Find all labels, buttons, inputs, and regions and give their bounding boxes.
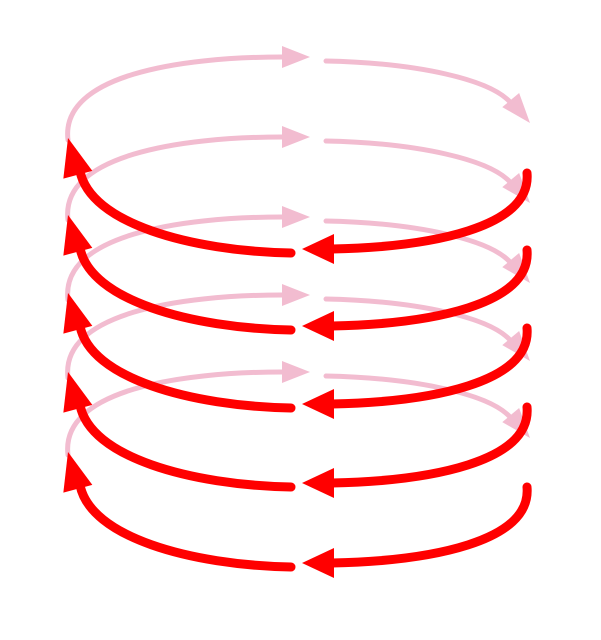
- back-arrow-left-segment: [65, 369, 285, 458]
- front-arrow-right-segment: [327, 168, 532, 254]
- back-arrowhead-right: [502, 92, 530, 123]
- front-arrow-right-segment: [327, 402, 532, 488]
- back-arrow-turn-3: [65, 206, 530, 303]
- front-arrowhead-center: [302, 311, 334, 341]
- front-arrow-turn-2: [63, 215, 532, 341]
- front-arrowhead-left: [63, 293, 93, 334]
- front-arrow-right-segment: [327, 245, 532, 331]
- front-arrow-left-segment: [75, 400, 296, 492]
- front-arrow-turn-4: [63, 372, 532, 498]
- front-arrowhead-left: [63, 138, 93, 179]
- front-arrow-turn-3: [63, 293, 532, 419]
- front-arrowhead-left: [63, 372, 93, 413]
- front-arrowhead-left: [63, 452, 93, 493]
- front-arrow-left-segment: [75, 480, 296, 572]
- front-arrow-left-segment: [75, 321, 296, 413]
- front-arrowhead-center: [302, 548, 334, 578]
- back-arrowhead-center: [282, 284, 310, 306]
- back-arrow-turn-2: [65, 126, 530, 223]
- back-arrow-left-segment: [65, 292, 285, 381]
- front-arrow-right-segment: [327, 482, 532, 568]
- back-arrow-left-segment: [65, 134, 285, 223]
- front-arrowhead-center: [302, 389, 334, 419]
- front-arrow-left-segment: [75, 243, 296, 335]
- back-arrowhead-center: [282, 46, 310, 68]
- front-arrow-turn-5: [63, 452, 532, 578]
- front-arrowhead-center: [302, 234, 334, 264]
- back-arrow-right-segment: [323, 138, 513, 185]
- front-arrowhead-center: [302, 468, 334, 498]
- front-arrow-left-segment: [75, 166, 296, 258]
- front-arrow-turn-1: [63, 138, 532, 264]
- back-arrowhead-center: [282, 361, 310, 383]
- back-arrow-left-segment: [65, 214, 285, 303]
- back-arrow-right-segment: [323, 58, 513, 105]
- front-arrowhead-left: [63, 215, 93, 256]
- back-arrows-layer: [65, 46, 530, 458]
- back-arrowhead-center: [282, 206, 310, 228]
- back-arrow-turn-1: [65, 46, 530, 143]
- front-arrows-layer: [63, 138, 532, 578]
- back-arrowhead-center: [282, 126, 310, 148]
- back-arrow-left-segment: [65, 54, 285, 143]
- back-arrow-turn-5: [65, 361, 530, 458]
- front-arrow-right-segment: [327, 323, 532, 409]
